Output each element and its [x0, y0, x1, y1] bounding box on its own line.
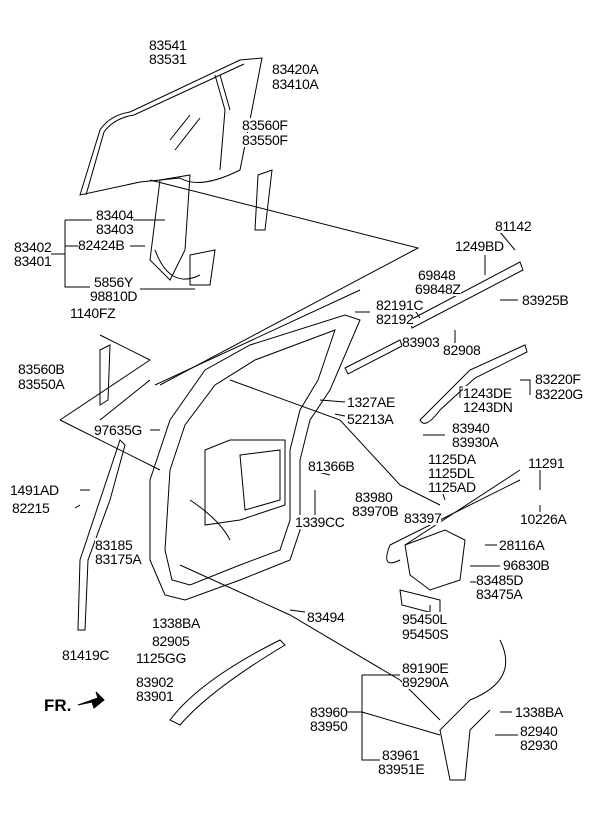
part-number-label: 83925B [522, 292, 569, 308]
part-number-label: 69848 [418, 267, 456, 283]
part-number-label: 5856Y [94, 274, 133, 290]
part-number-label: 97635G [94, 422, 143, 438]
part-number-label: 83550A [18, 376, 65, 392]
part-number-label: 83961 [382, 747, 420, 763]
part-number-label: 1249BD [455, 238, 504, 254]
part-number-label: 83220G [535, 386, 584, 402]
part-number-label: 83397 [404, 510, 442, 526]
part-number-label: 83902 [136, 674, 174, 690]
part-number-label: 83541 [149, 37, 187, 53]
part-number-label: 83960 [310, 704, 348, 720]
part-number-label: 10226A [520, 511, 567, 527]
part-number-label: 1125GG [136, 650, 187, 666]
door-panel [149, 314, 361, 601]
part-number-label: 83220F [535, 371, 581, 387]
part-number-label: 83401 [14, 253, 52, 269]
part-number-label: 69848Z [415, 281, 461, 297]
part-number-label: 98810D [90, 288, 138, 304]
part-number-label: 82191C [376, 297, 424, 313]
part-number-label: 96830B [503, 557, 550, 573]
part-number-label: 83494 [307, 609, 345, 625]
part-number-label: 1243DN [463, 399, 513, 415]
part-number-label: 28116A [499, 537, 545, 553]
part-number-label: 83475A [476, 586, 523, 602]
part-number-label: 89290A [402, 674, 449, 690]
part-number-label: 82192 [376, 311, 414, 327]
part-number-label: 83970B [352, 503, 399, 519]
door-glass [79, 57, 263, 196]
part-number-label: 83185 [95, 537, 133, 553]
part-number-label: 83531 [149, 51, 187, 67]
part-number-label: 82908 [443, 342, 481, 358]
part-number-label: 83940 [452, 420, 490, 436]
part-number-label: 81142 [495, 218, 532, 234]
lower-channel [77, 344, 286, 726]
part-number-label: 83950 [310, 718, 348, 734]
part-number-label: 83410A [272, 76, 319, 92]
part-number-label: 83930A [452, 434, 499, 450]
part-number-label: 1125DA [428, 451, 476, 467]
part-number-label: 83550F [242, 132, 288, 148]
part-number-label: 1327AE [347, 394, 396, 410]
part-number-label: 83402 [14, 239, 52, 255]
window-regulator [149, 174, 216, 286]
part-number-label: 83901 [136, 688, 174, 704]
part-number-label: 81419C [62, 647, 110, 663]
part-number-label: 81366B [308, 458, 355, 474]
part-number-label: 82930 [520, 737, 558, 753]
part-number-label: 83980 [355, 489, 393, 505]
part-number-label: 1338BA [515, 704, 564, 720]
part-number-label: 1339CC [295, 514, 345, 530]
part-number-label: 95450L [402, 611, 447, 627]
part-number-label: 83903 [402, 334, 440, 350]
part-number-label: 83420A [272, 61, 319, 77]
part-number-label: 82215 [12, 500, 50, 516]
part-number-label: 83485D [476, 572, 524, 588]
part-number-label: 1243DE [463, 385, 512, 401]
part-number-label: 82424B [78, 237, 125, 253]
front-indicator: FR. [44, 696, 72, 715]
part-number-label: 52213A [347, 411, 394, 427]
part-number-label: 82905 [152, 633, 190, 649]
front-arrow-icon [77, 691, 105, 709]
part-number-label: 83404 [96, 207, 134, 223]
part-number-label: 83560B [18, 361, 65, 377]
part-number-label: 11291 [528, 455, 565, 471]
part-number-label: 82940 [520, 723, 558, 739]
part-number-label: 95450S [402, 626, 449, 642]
part-number-label: 83175A [95, 551, 142, 567]
part-number-label: 83403 [96, 221, 134, 237]
part-number-label: 83560F [242, 117, 288, 133]
part-number-label: 1140FZ [70, 305, 116, 321]
lower-rail [439, 639, 507, 781]
rear-channel [254, 169, 273, 231]
part-number-label: 89190E [402, 660, 449, 676]
leader-lines [50, 179, 541, 761]
part-number-label: 1491AD [10, 482, 59, 498]
part-number-label: 1125DL [428, 465, 475, 481]
part-number-label: 1338BA [152, 615, 201, 631]
part-number-label: 83951E [378, 761, 425, 777]
part-number-label: 1125AD [428, 479, 476, 495]
